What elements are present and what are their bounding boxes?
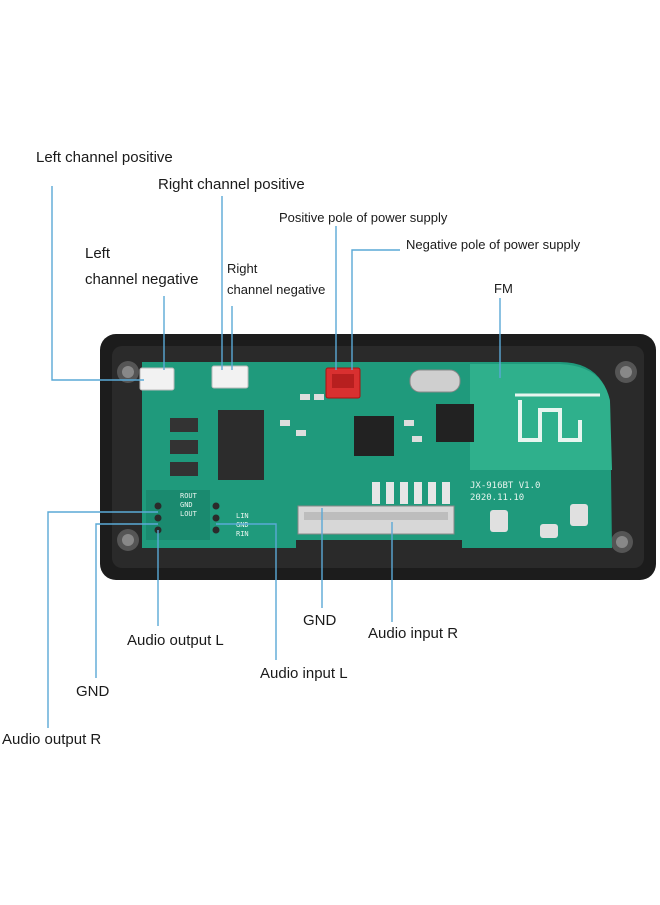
label-left-channel-negative-line2: channel negative	[85, 271, 199, 288]
board-model: JX-916BT V1.0	[470, 481, 540, 491]
leader-audio-output-r	[47, 511, 158, 728]
silk-lin: LIN	[236, 512, 249, 520]
label-fm: FM	[494, 281, 513, 296]
label-audio-output-r: Audio output R	[2, 731, 102, 748]
board-date: 2020.11.10	[470, 493, 524, 503]
leader-audio-input-l	[216, 523, 277, 660]
label-audio-output-l: Audio output L	[127, 632, 224, 649]
leader-left-channel-positive	[51, 186, 144, 381]
label-positive-pole: Positive pole of power supply	[279, 210, 448, 225]
label-left-channel-positive: Left channel positive	[36, 149, 173, 166]
silk-gnd-2: GND	[236, 521, 249, 529]
label-right-channel-negative-line2: channel negative	[227, 282, 326, 297]
label-right-channel-negative-line1: Right	[227, 261, 258, 276]
leader-negative-pole	[351, 249, 400, 370]
silk-rin: RIN	[236, 530, 249, 538]
silk-lout: LOUT	[180, 510, 198, 518]
silk-rout: ROUT	[180, 492, 198, 500]
label-audio-input-r: Audio input R	[368, 625, 459, 642]
leader-gnd-left	[95, 523, 158, 678]
pcb-board	[139, 362, 612, 548]
label-left-channel-negative-line1: Left	[85, 245, 111, 262]
silk-gnd: GND	[180, 501, 193, 509]
label-audio-input-l: Audio input L	[260, 665, 348, 682]
leader-lines	[47, 186, 501, 728]
label-gnd-left: GND	[76, 683, 110, 700]
label-right-channel-positive: Right channel positive	[158, 176, 305, 193]
label-gnd-center: GND	[303, 612, 337, 629]
label-negative-pole: Negative pole of power supply	[406, 237, 581, 252]
